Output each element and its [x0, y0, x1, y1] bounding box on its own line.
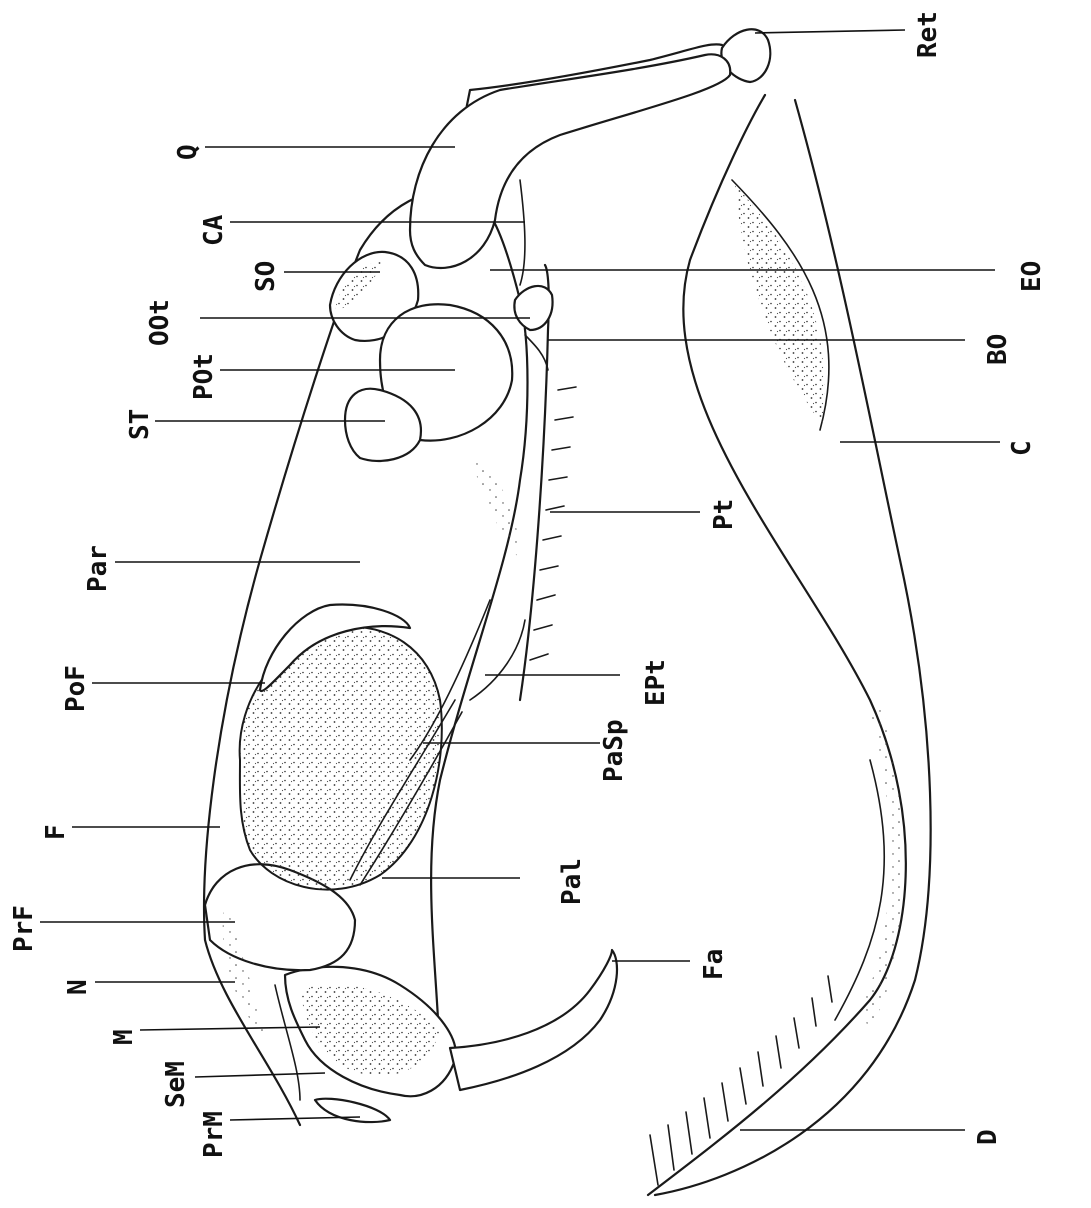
label-Q: Q: [173, 144, 203, 160]
mandible-shading: [860, 700, 903, 1030]
label-EO: EO: [1017, 261, 1047, 292]
label-EPt: EPt: [641, 659, 671, 706]
label-SO: SO: [251, 261, 281, 292]
label-OOt: OOt: [145, 299, 175, 346]
labels-right: D C BO EO Ret: [913, 11, 1047, 1145]
label-BO: BO: [983, 334, 1013, 365]
label-SeM: SeM: [161, 1061, 191, 1108]
label-D: D: [973, 1129, 1003, 1145]
labels-left: PrM SeM M N PrF F PoF Par ST POt OOt SO …: [9, 144, 281, 1158]
parietal-shading: [470, 450, 520, 560]
mandible: [648, 29, 931, 1195]
label-PrF: PrF: [9, 905, 39, 952]
leader-lines: [40, 30, 1000, 1130]
label-C: C: [1007, 440, 1037, 456]
label-Ret: Ret: [913, 11, 943, 58]
cranium: [204, 44, 730, 1125]
label-PaSp: PaSp: [599, 719, 629, 782]
label-Par: Par: [83, 545, 113, 592]
label-N: N: [63, 979, 93, 995]
otooccipital: [514, 286, 552, 330]
label-POt: POt: [189, 353, 219, 400]
labels-middle: Fa Pal PaSp EPt Pt: [557, 499, 739, 980]
fang: [450, 950, 617, 1090]
label-PoF: PoF: [61, 665, 91, 712]
label-Pal: Pal: [557, 858, 587, 905]
label-F: F: [41, 824, 71, 840]
compound-stipple: [735, 185, 824, 425]
pterygoid-teeth: [530, 387, 576, 660]
label-CA: CA: [199, 214, 229, 246]
label-ST: ST: [125, 409, 155, 440]
quadrate: [410, 54, 730, 268]
label-Fa: Fa: [699, 949, 729, 980]
basioccipital: [525, 335, 548, 370]
dentary-teeth: [650, 976, 832, 1185]
ectopterygoid: [470, 620, 525, 700]
label-Pt: Pt: [709, 499, 739, 530]
label-PrM: PrM: [199, 1111, 229, 1158]
label-M: M: [109, 1029, 139, 1045]
